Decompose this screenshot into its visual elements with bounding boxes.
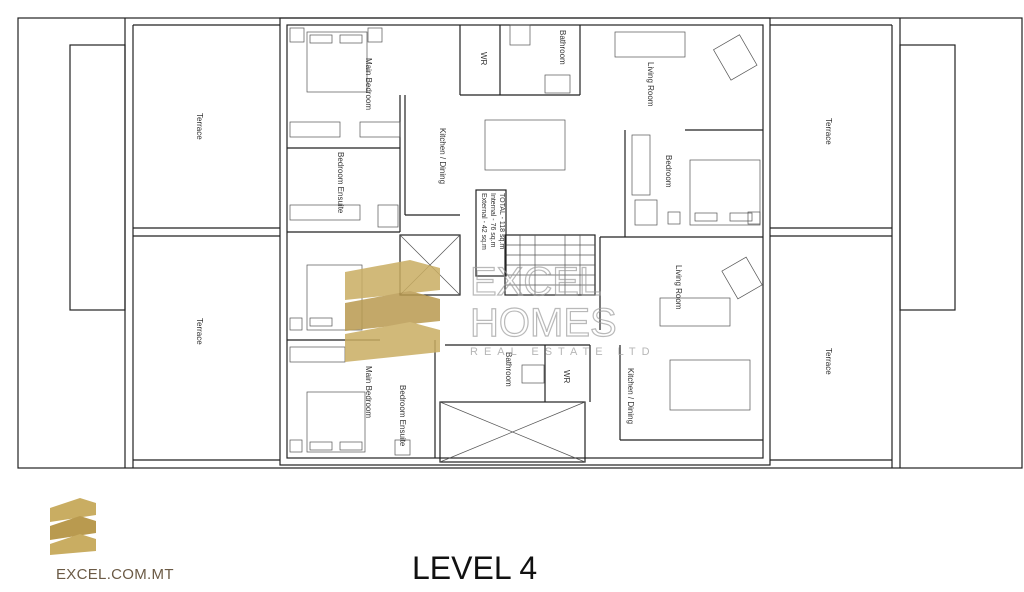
room-label-terrace: Terrace — [824, 348, 833, 375]
area-total: TOTAL - 118 sq.m — [498, 193, 505, 249]
room-label-wr: WR — [562, 370, 571, 384]
room-label-living: Living Room — [674, 265, 683, 310]
room-label-bathroom: Bathroom — [558, 30, 567, 65]
room-label-kitchen: Kitchen / Dining — [626, 368, 635, 424]
room-label-ensuite: Bedroom Ensuite — [336, 152, 345, 214]
watermark-logo: EXCEL HOMES REAL ESTATE LTD — [345, 259, 656, 362]
area-internal: Internal - 76 sq.m — [489, 193, 496, 248]
watermark-text-homes: HOMES — [470, 301, 617, 345]
watermark-text-subtitle: REAL ESTATE LTD — [470, 346, 656, 358]
watermark-text-excel: EXCEL — [470, 260, 601, 304]
website-label: EXCEL.COM.MT — [56, 566, 174, 583]
level-title: LEVEL 4 — [412, 550, 538, 586]
room-label-main-bedroom: Main Bedroom — [364, 366, 373, 418]
terrace-planter-left — [69, 44, 126, 311]
room-label-terrace: Terrace — [195, 113, 204, 140]
room-label-bathroom: Bathroom — [504, 352, 513, 387]
area-box — [475, 189, 507, 277]
room-label-living: Living Room — [646, 62, 655, 107]
room-label-wr: WR — [479, 52, 488, 66]
building-outline — [279, 17, 771, 466]
terrace-planter-right — [899, 44, 956, 311]
room-label-main-bedroom: Main Bedroom — [364, 58, 373, 110]
room-label-bedroom: Bedroom — [664, 155, 673, 188]
room-label-terrace: Terrace — [824, 118, 833, 145]
room-label-ensuite: Bedroom Ensuite — [398, 385, 407, 447]
excel-logo-icon — [50, 498, 96, 555]
void — [439, 401, 586, 463]
area-external: External - 42 sq.m — [480, 193, 487, 250]
room-label-terrace: Terrace — [195, 318, 204, 345]
room-label-kitchen: Kitchen / Dining — [438, 128, 447, 184]
